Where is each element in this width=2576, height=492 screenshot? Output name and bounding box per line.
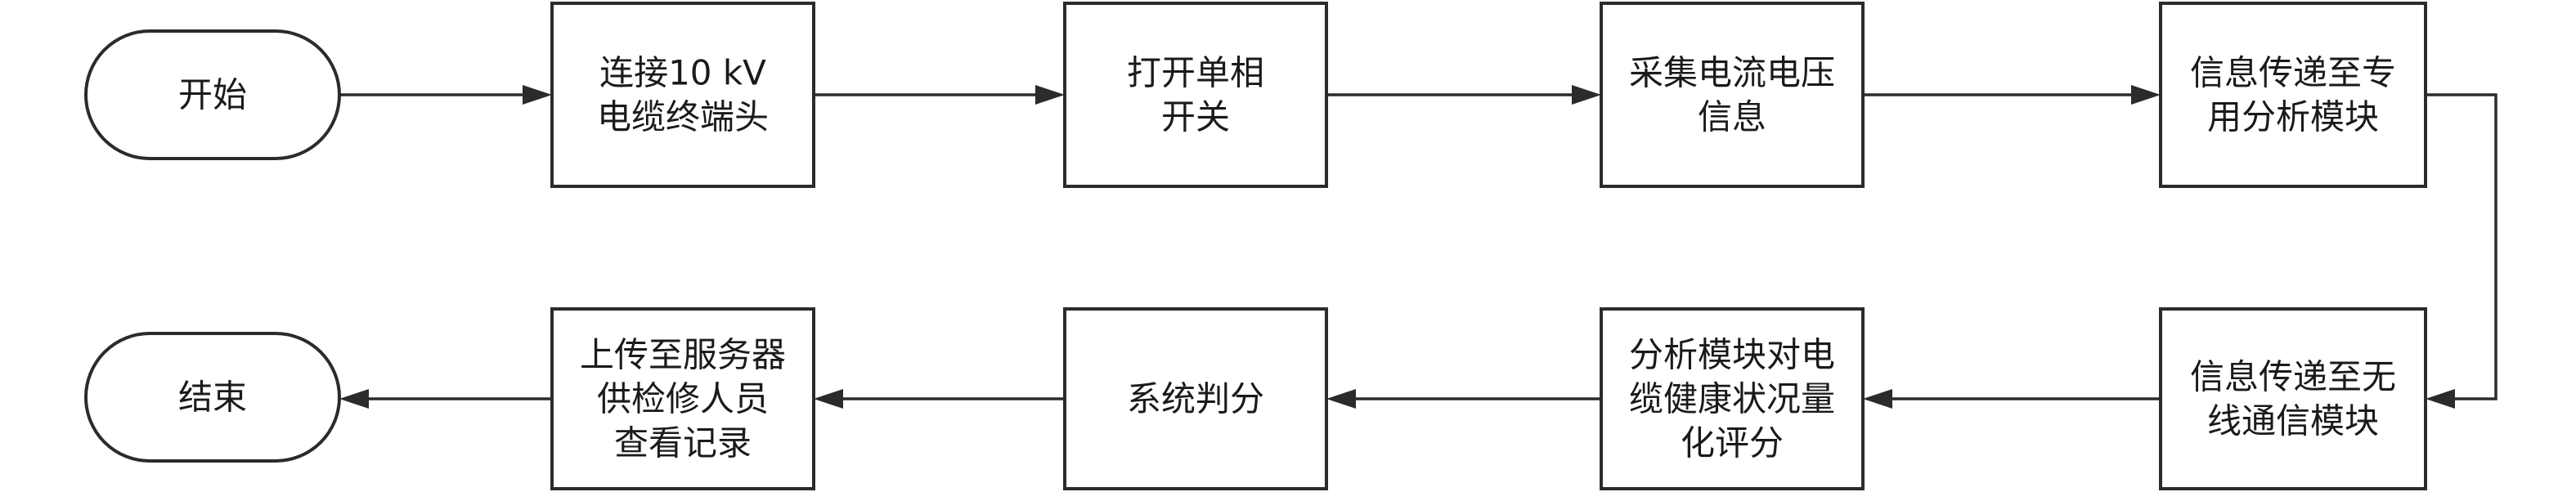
- arrowhead-icon: [1572, 85, 1601, 105]
- node-label-line: 开始: [178, 75, 247, 115]
- node-label-line: 缆健康状况量: [1629, 379, 1835, 419]
- node-label-line: 结束: [178, 378, 247, 418]
- node-label-line: 采集电流电压: [1629, 53, 1835, 93]
- process-box: [1063, 2, 1328, 188]
- node-label-line: 连接10 kV: [599, 53, 766, 93]
- node-label-line: 化评分: [1681, 423, 1784, 463]
- arrowhead-icon: [2426, 389, 2455, 409]
- edge-start-to-connect: [339, 85, 552, 105]
- node-label-line: 分析模块对电: [1629, 335, 1835, 375]
- process-box: [550, 2, 815, 188]
- edge-to_module-to-to_wireless: [2426, 93, 2497, 409]
- terminal-shape: [84, 332, 341, 463]
- edge-switch-to-collect: [1326, 85, 1601, 105]
- edge-collect-to-to_module: [1863, 85, 2161, 105]
- arrowhead-icon: [814, 389, 843, 409]
- node-label-line: 查看记录: [614, 423, 752, 463]
- node-label-line: 打开单相: [1127, 53, 1264, 93]
- process-box: [2159, 2, 2427, 188]
- node-start: 开始: [84, 29, 341, 160]
- edge-scoring-to-judge: [1326, 389, 1601, 409]
- connector-line: [2426, 93, 2497, 400]
- node-label-line: 供检修人员: [597, 379, 769, 419]
- arrowhead-icon: [2131, 85, 2161, 105]
- edge-connect-to-switch: [814, 85, 1065, 105]
- arrowhead-icon: [1326, 389, 1356, 409]
- arrowhead-icon: [1863, 389, 1892, 409]
- node-label-line: 线通信模块: [2207, 401, 2379, 441]
- node-label-line: 用分析模块: [2207, 97, 2379, 137]
- node-label-line: 信息: [1698, 97, 1766, 137]
- node-label-line: 系统判分: [1127, 379, 1264, 419]
- node-label-line: 电缆终端头: [597, 97, 769, 137]
- edge-to_wireless-to-scoring: [1863, 389, 2161, 409]
- process-box: [1600, 307, 1865, 490]
- node-label-line: 信息传递至专: [2190, 53, 2396, 93]
- process-box: [1600, 2, 1865, 188]
- node-label-line: 信息传递至无: [2190, 357, 2396, 397]
- edge-judge-to-upload: [814, 389, 1065, 409]
- node-label-line: 开关: [1161, 97, 1230, 137]
- node-judge: 系统判分: [1063, 307, 1328, 490]
- node-label-line: 上传至服务器: [580, 335, 786, 375]
- terminal-shape: [84, 29, 341, 160]
- arrowhead-icon: [339, 389, 369, 409]
- arrowhead-icon: [523, 85, 552, 105]
- process-box: [2159, 307, 2427, 490]
- edge-upload-to-end: [339, 389, 552, 409]
- arrowhead-icon: [1035, 85, 1065, 105]
- process-box: [550, 307, 815, 490]
- process-box: [1063, 307, 1328, 490]
- node-end: 结束: [84, 332, 341, 463]
